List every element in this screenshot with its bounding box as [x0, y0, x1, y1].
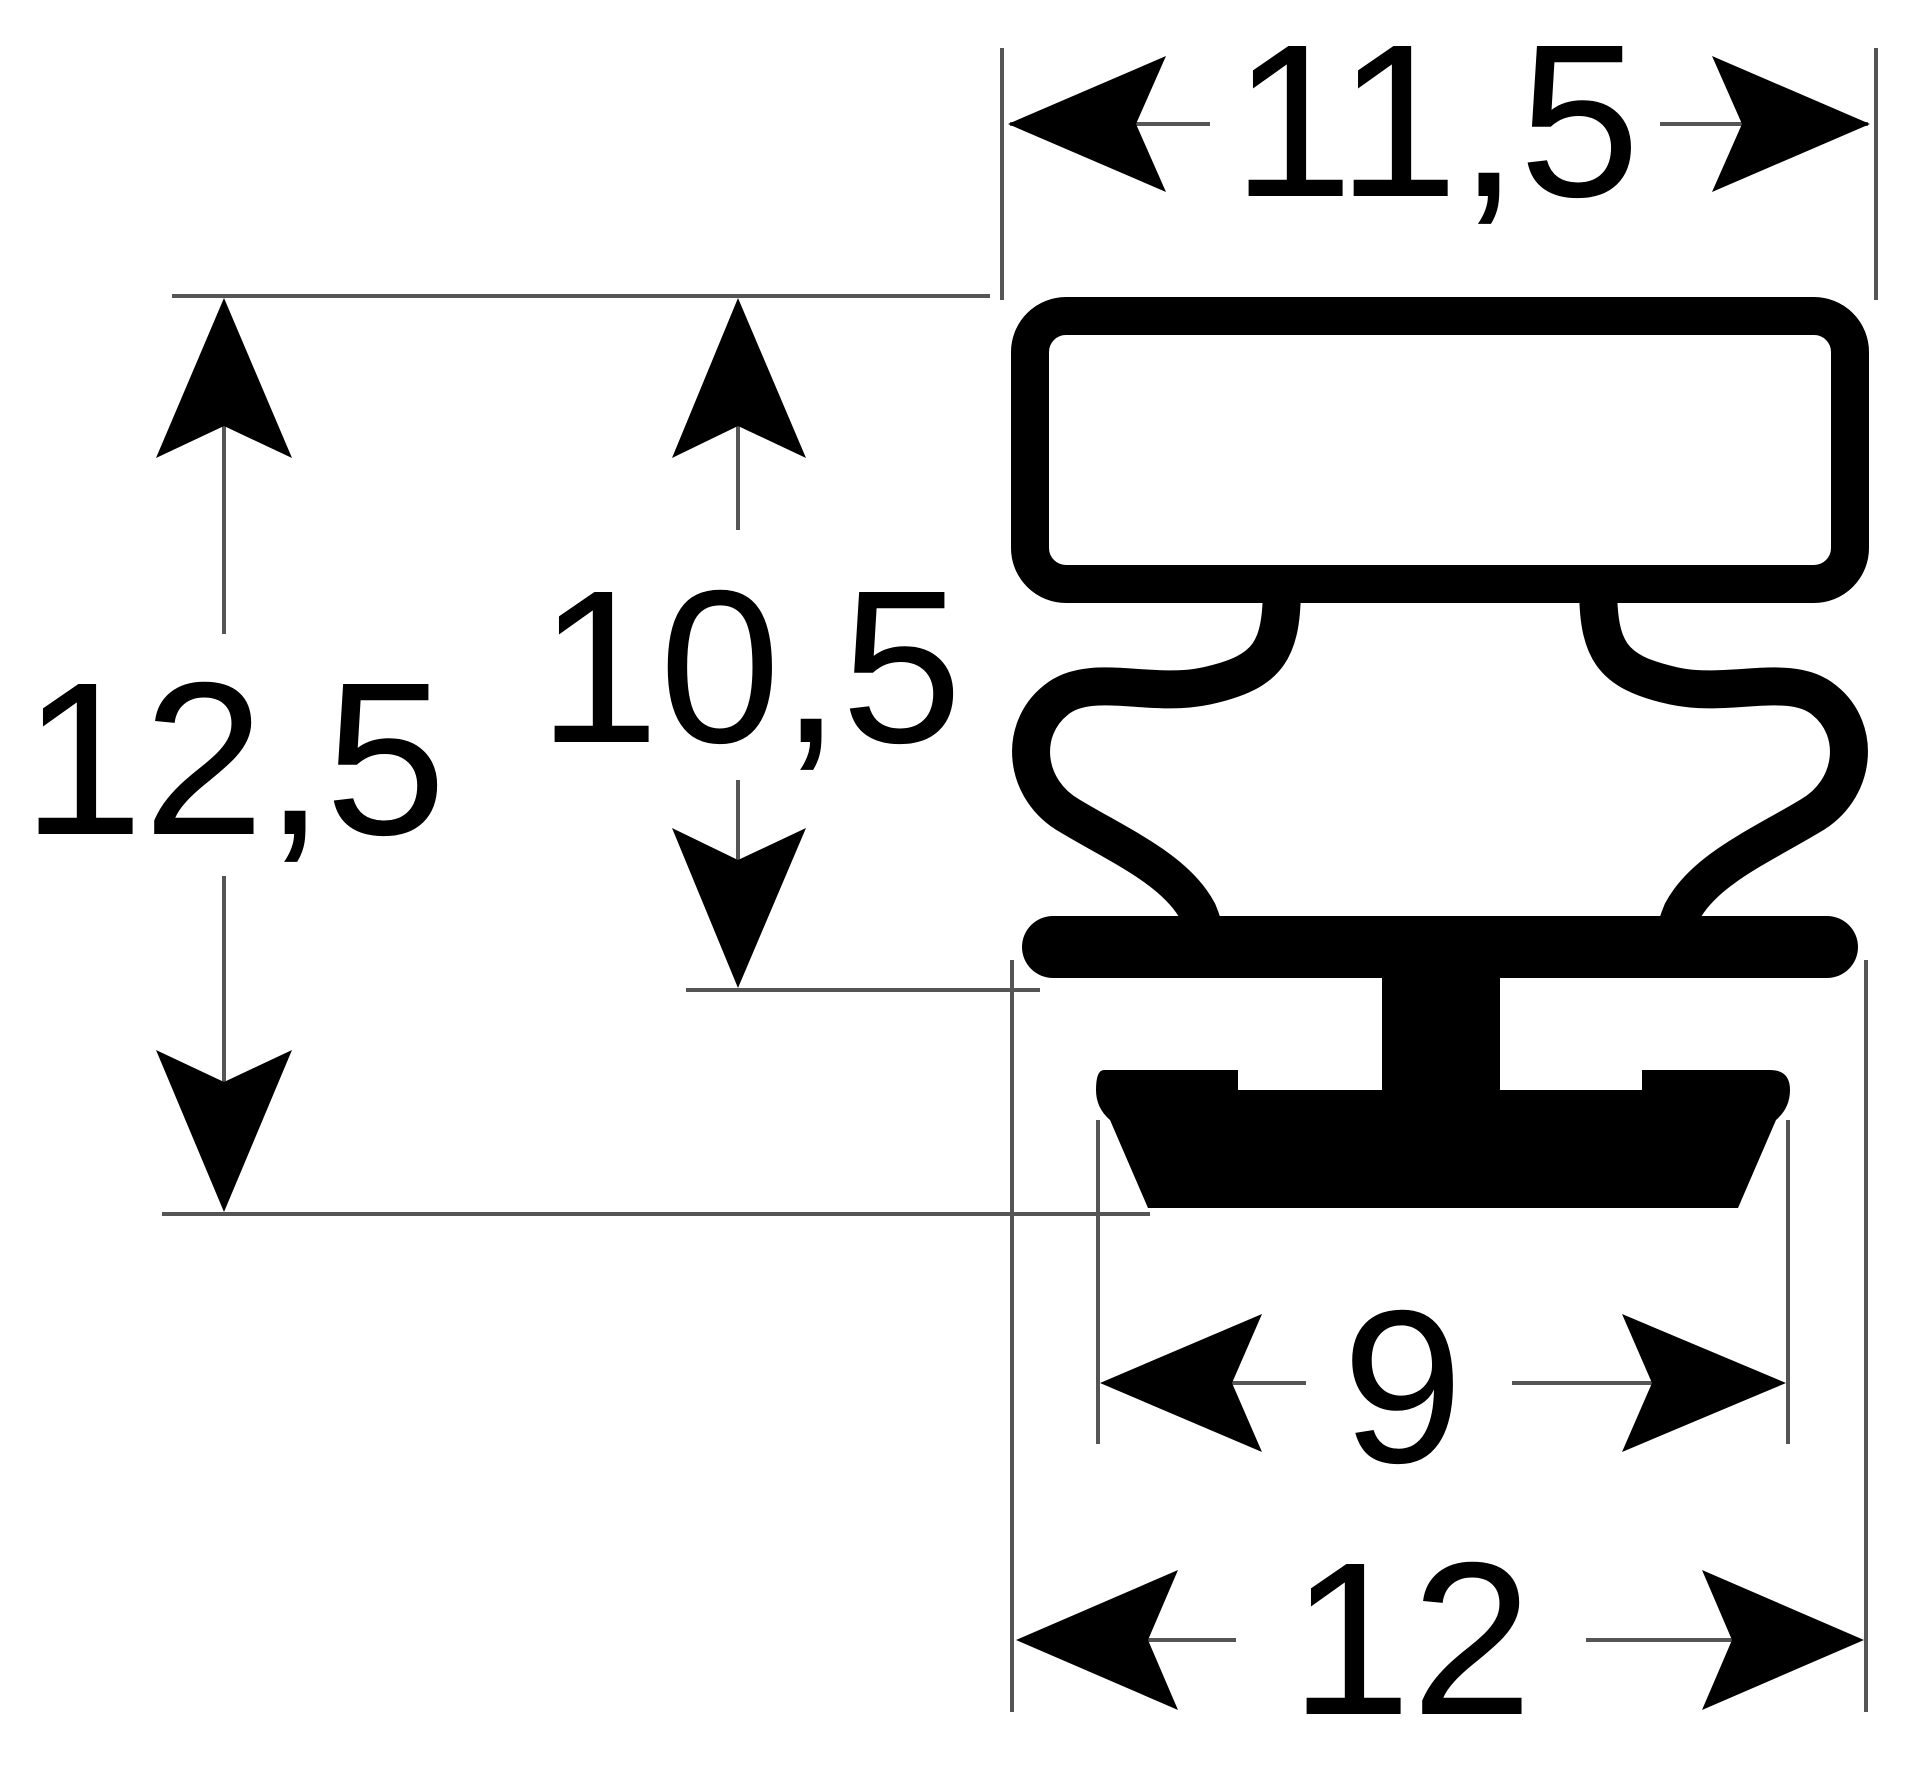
- profile-bellows-right: [1579, 565, 1868, 966]
- dim-label-top-width: 11,5: [1232, 0, 1640, 243]
- profile-base: [1096, 1070, 1790, 1208]
- arrowhead-total-height-bottom: [156, 1050, 292, 1212]
- arrowhead-top-right: [1712, 56, 1870, 192]
- extension-lines: [162, 48, 1878, 1712]
- arrowhead-base-left: [1100, 1314, 1262, 1452]
- arrowhead-inner-height-top: [672, 298, 806, 458]
- arrowhead-inner-height-bottom: [672, 828, 806, 988]
- arrowhead-bottom-right: [1702, 1570, 1864, 1710]
- arrowhead-top-left: [1008, 56, 1166, 192]
- profile-middle-bar: [1022, 916, 1858, 978]
- gasket-profile: [1011, 297, 1869, 1208]
- profile-bellows-left: [1012, 565, 1301, 966]
- profile-top-chamber: [1011, 297, 1869, 603]
- arrowhead-base-right: [1622, 1314, 1786, 1452]
- arrowhead-total-height-top: [156, 298, 292, 458]
- profile-stem: [1382, 960, 1500, 1096]
- dim-label-bottom-width: 12: [1290, 1518, 1532, 1761]
- arrowheads: [156, 56, 1870, 1710]
- dimension-labels: 11,5 12,5 10,5 9 12: [22, 0, 1640, 1761]
- dim-label-base-width: 9: [1342, 1266, 1463, 1509]
- dim-label-total-height: 12,5: [22, 638, 446, 881]
- dim-label-inner-height: 10,5: [538, 546, 962, 789]
- arrowhead-bottom-left: [1016, 1570, 1178, 1710]
